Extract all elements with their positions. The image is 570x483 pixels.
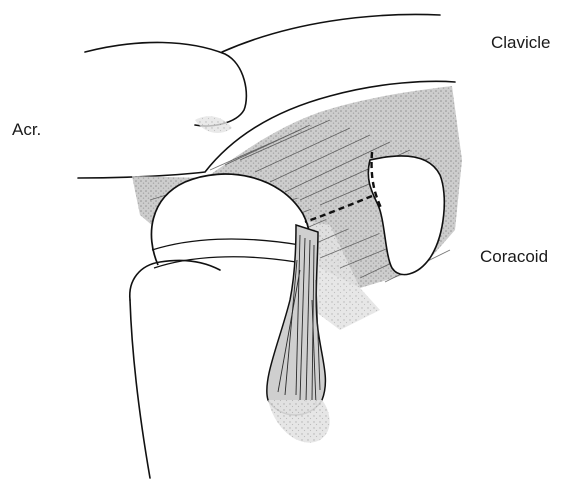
- clavicle-label: Clavicle: [491, 33, 551, 53]
- humerus-shaft: [130, 260, 220, 478]
- coracoid-label: Coracoid: [480, 247, 548, 267]
- acromion-label: Acr.: [12, 120, 41, 140]
- acromion-stipple: [195, 116, 232, 133]
